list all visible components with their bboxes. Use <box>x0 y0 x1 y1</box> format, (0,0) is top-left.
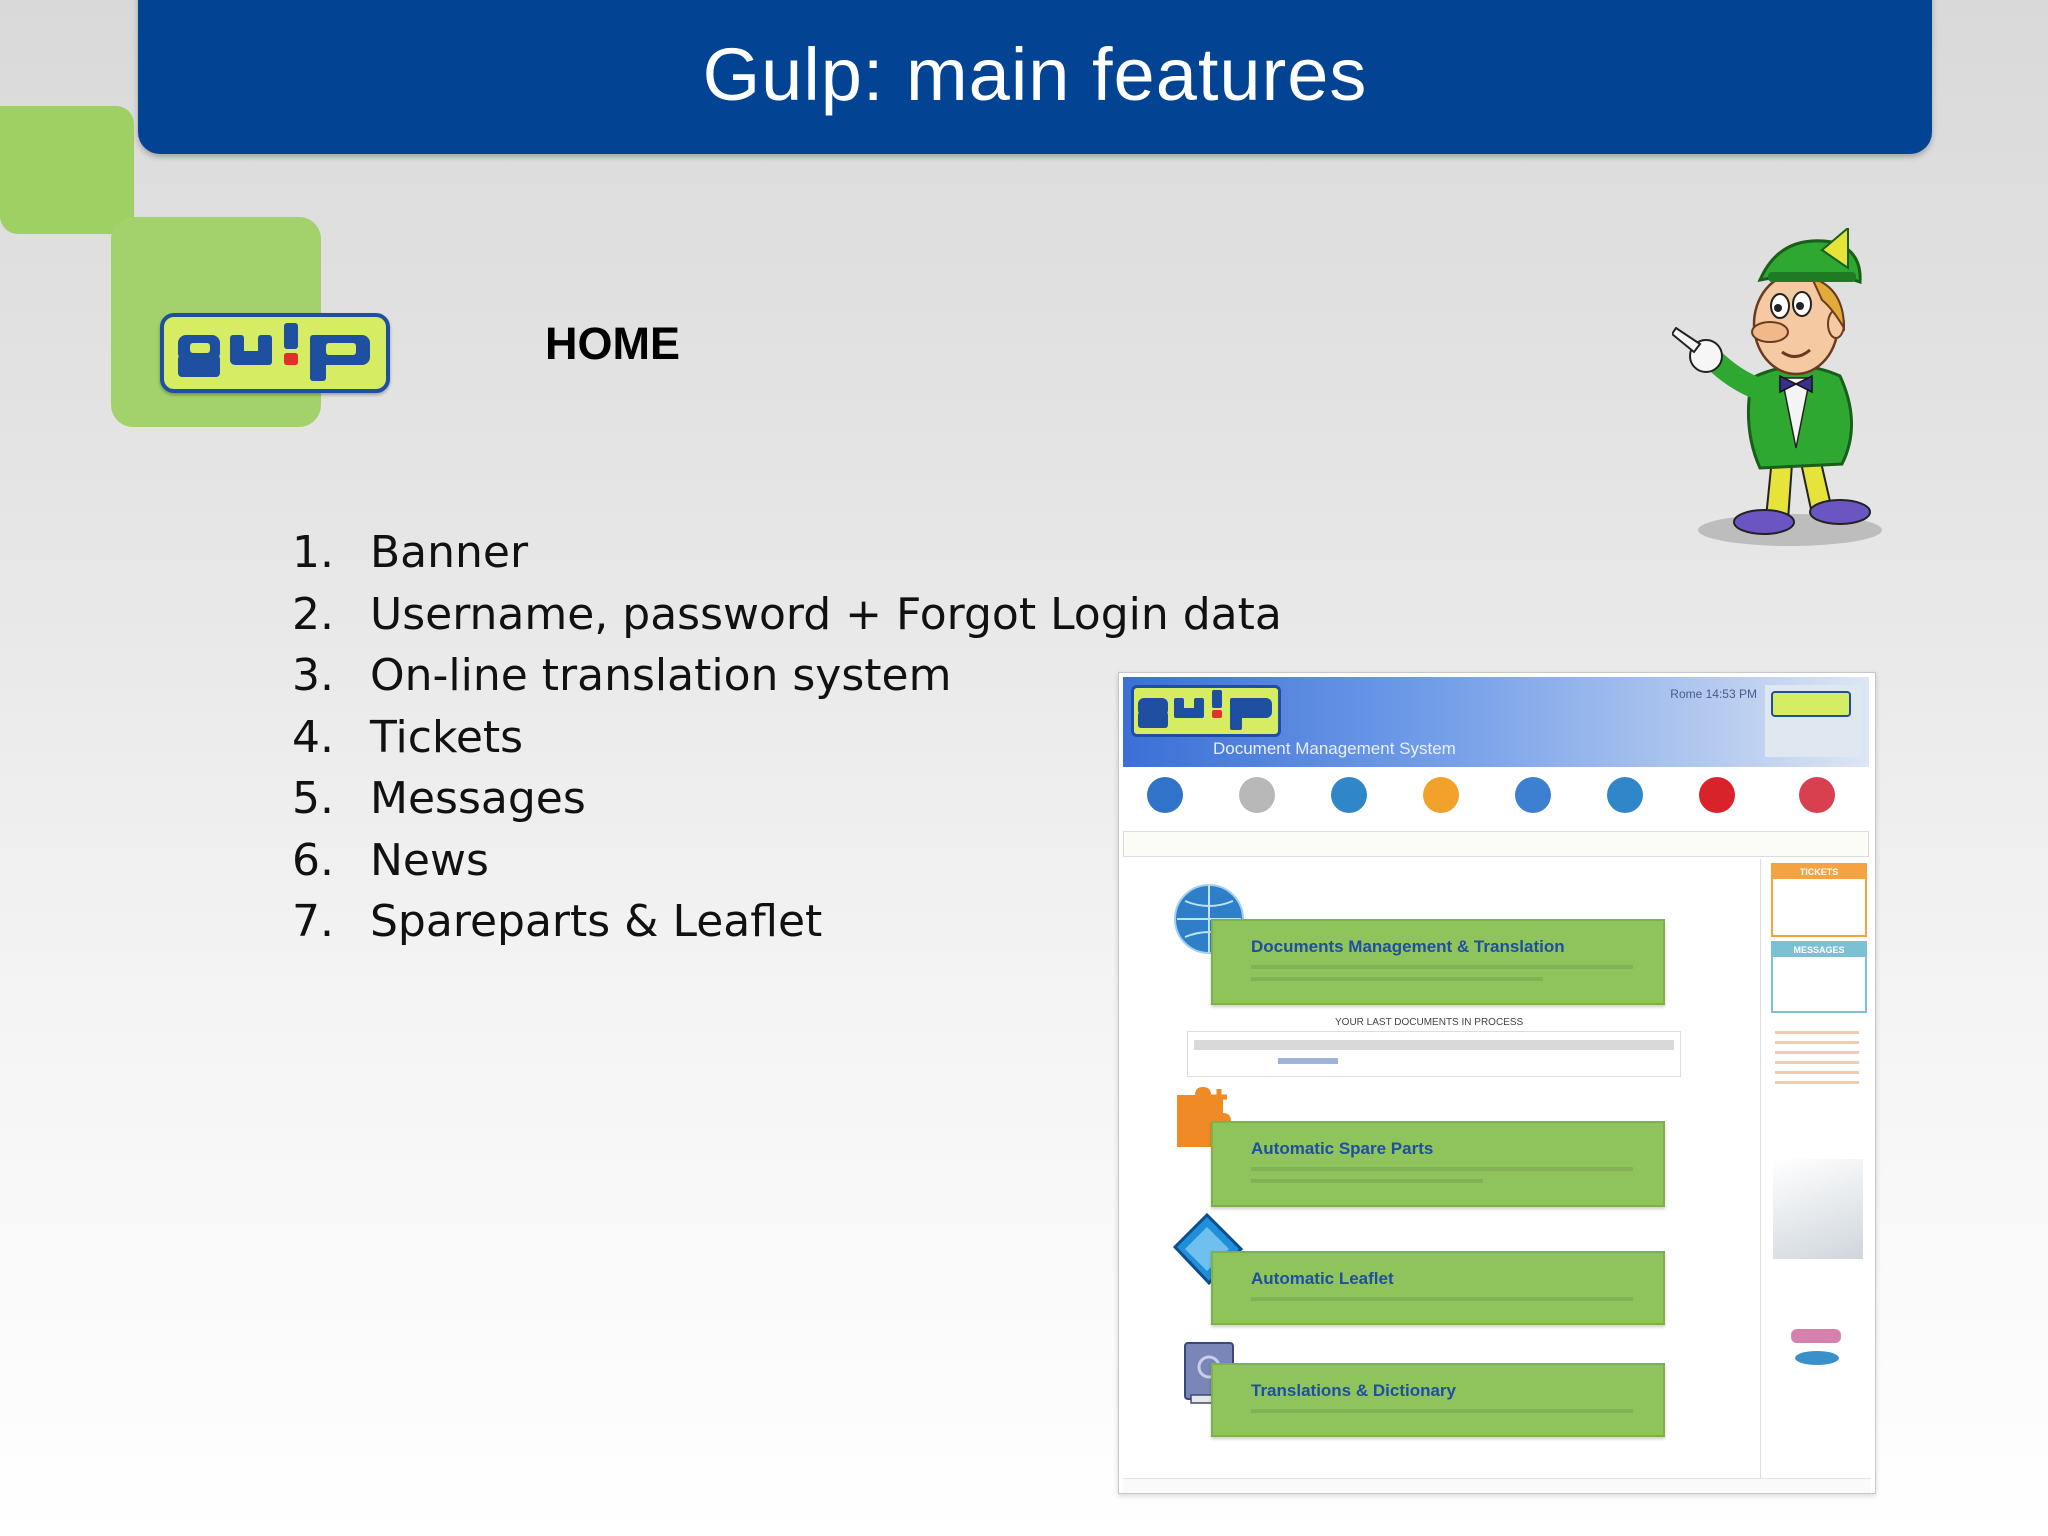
list-item: 4. Tickets <box>292 707 1282 769</box>
list-item: 6. News <box>292 830 1282 892</box>
title-bar: Gulp: main features <box>138 0 1932 154</box>
right-sidebar: TICKETS MESSAGES <box>1760 859 1871 1489</box>
list-number: 4. <box>292 711 334 763</box>
leaflet-card[interactable]: Automatic Leaflet <box>1211 1251 1665 1325</box>
list-number: 2. <box>292 588 334 640</box>
list-text: On-line translation system <box>370 650 952 701</box>
feature-list: 1. Banner 2. Username, password + Forgot L… <box>292 522 1282 953</box>
gulp-logo-icon <box>178 323 370 381</box>
list-number: 7. <box>292 896 334 947</box>
card-title: Translations & Dictionary <box>1251 1381 1456 1400</box>
list-text: Tickets <box>370 711 524 763</box>
list-number: 6. <box>292 834 334 886</box>
gulp-logo <box>160 313 390 393</box>
messages-label: MESSAGES <box>1773 943 1865 957</box>
list-item: 2. Username, password + Forgot Login data <box>292 584 1282 646</box>
documents-table <box>1187 1031 1681 1077</box>
slide-title: Gulp: main features <box>702 33 1368 116</box>
nav-icon[interactable] <box>1331 777 1367 813</box>
users-icon[interactable] <box>1515 777 1551 813</box>
list-text: Username, password + Forgot Login data <box>370 588 1282 640</box>
list-text: Spareparts & Leaflet <box>370 896 823 947</box>
tickets-label: TICKETS <box>1773 865 1865 879</box>
mascot-icon <box>1672 228 1882 546</box>
list-text: News <box>370 834 489 886</box>
spare-parts-card[interactable]: Automatic Spare Parts <box>1211 1121 1665 1207</box>
decorative-square-top <box>0 106 134 234</box>
banner-logo-small <box>1765 685 1861 757</box>
list-item: 1. Banner <box>292 522 1282 584</box>
home-page-screenshot: Document Management System Rome 14:53 PM… <box>1118 672 1876 1494</box>
card-title: Automatic Spare Parts <box>1251 1139 1434 1158</box>
banner-logo <box>1131 685 1281 737</box>
banner: Document Management System Rome 14:53 PM <box>1123 677 1869 767</box>
banner-title: Document Management System <box>1213 739 1456 758</box>
nav-bar <box>1123 773 1869 823</box>
docs-title: YOUR LAST DOCUMENTS IN PROCESS <box>1335 1017 1524 1028</box>
list-item: 7. Spareparts & Leaflet <box>292 891 1282 953</box>
help-icon[interactable] <box>1423 777 1459 813</box>
table-row[interactable] <box>1278 1058 1338 1064</box>
list-number: 1. <box>292 527 334 578</box>
nav-icon[interactable] <box>1799 777 1835 813</box>
card-title: Automatic Leaflet <box>1251 1269 1394 1288</box>
table-header <box>1194 1040 1674 1050</box>
list-number: 5. <box>292 773 334 824</box>
tagline <box>1123 831 1869 857</box>
card-title: Documents Management & Translation <box>1251 937 1565 956</box>
home-icon[interactable] <box>1147 777 1183 813</box>
list-text: Banner <box>370 527 529 578</box>
gulp-logo-icon <box>1138 690 1272 730</box>
documents-card[interactable]: Documents Management & Translation <box>1211 919 1665 1005</box>
partner-logo <box>1795 1351 1839 1365</box>
section-heading: HOME <box>545 318 680 369</box>
partner-logo <box>1791 1329 1841 1343</box>
list-item: 3. On-line translation system <box>292 645 1282 707</box>
list-number: 3. <box>292 650 334 701</box>
list-text: Messages <box>370 773 586 824</box>
book-image <box>1773 1159 1863 1259</box>
power-icon[interactable] <box>1699 777 1735 813</box>
list-item: 5. Messages <box>292 768 1282 830</box>
footer <box>1123 1478 1871 1493</box>
nav-icon[interactable] <box>1607 777 1643 813</box>
tickets-box[interactable]: TICKETS <box>1771 863 1867 937</box>
nav-icon[interactable] <box>1239 777 1275 813</box>
news-text <box>1775 1031 1859 1087</box>
dictionary-card[interactable]: Translations & Dictionary <box>1211 1363 1665 1437</box>
messages-box[interactable]: MESSAGES <box>1771 941 1867 1013</box>
banner-clock: Rome 14:53 PM <box>1670 687 1757 701</box>
